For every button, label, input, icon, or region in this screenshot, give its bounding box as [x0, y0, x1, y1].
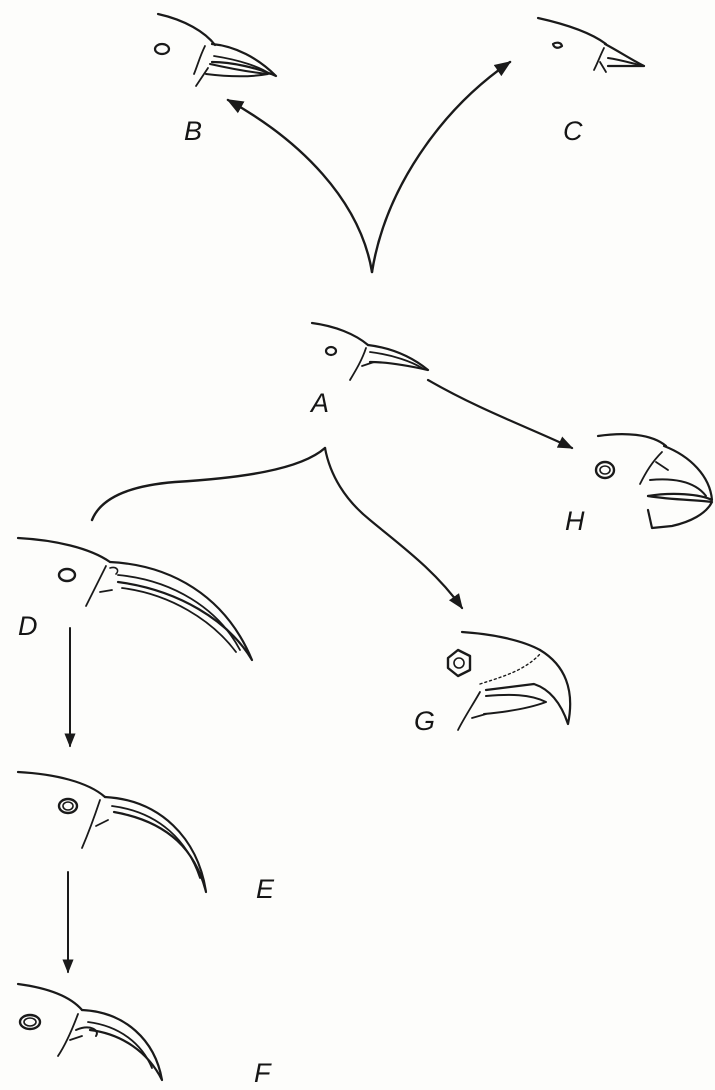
bird-head-g — [448, 632, 570, 730]
connectors — [68, 62, 572, 972]
eye-icon — [59, 569, 75, 581]
label-e: E — [256, 874, 275, 904]
bird-head-d — [18, 538, 252, 660]
label-c: C — [563, 116, 583, 146]
edge-a-to-d-connector — [92, 448, 325, 520]
bird-head-h — [596, 434, 712, 528]
edge-a-to-c-arrow — [372, 62, 510, 272]
bird-head-f — [18, 984, 162, 1080]
eye-icon — [59, 799, 77, 813]
eye-icon — [596, 462, 614, 478]
eye-icon — [448, 650, 470, 676]
label-a: A — [309, 388, 329, 418]
label-g: G — [414, 706, 435, 736]
label-d: D — [18, 611, 38, 641]
node-labels: B C A H D G E F — [18, 116, 585, 1088]
eye-icon — [553, 43, 562, 48]
bird-head-e — [18, 772, 206, 892]
bird-head-b — [155, 14, 276, 86]
eye-icon — [326, 347, 336, 355]
label-f: F — [254, 1058, 272, 1088]
edge-a-to-h-arrow — [428, 380, 572, 448]
label-b: B — [184, 116, 202, 146]
bird-head-a — [312, 323, 428, 380]
eye-icon — [20, 1015, 40, 1029]
bird-head-c — [538, 18, 644, 72]
edge-a-to-g-arrow — [325, 448, 462, 608]
label-h: H — [565, 506, 585, 536]
eye-icon — [155, 44, 169, 54]
edge-a-to-b-arrow — [228, 100, 372, 272]
